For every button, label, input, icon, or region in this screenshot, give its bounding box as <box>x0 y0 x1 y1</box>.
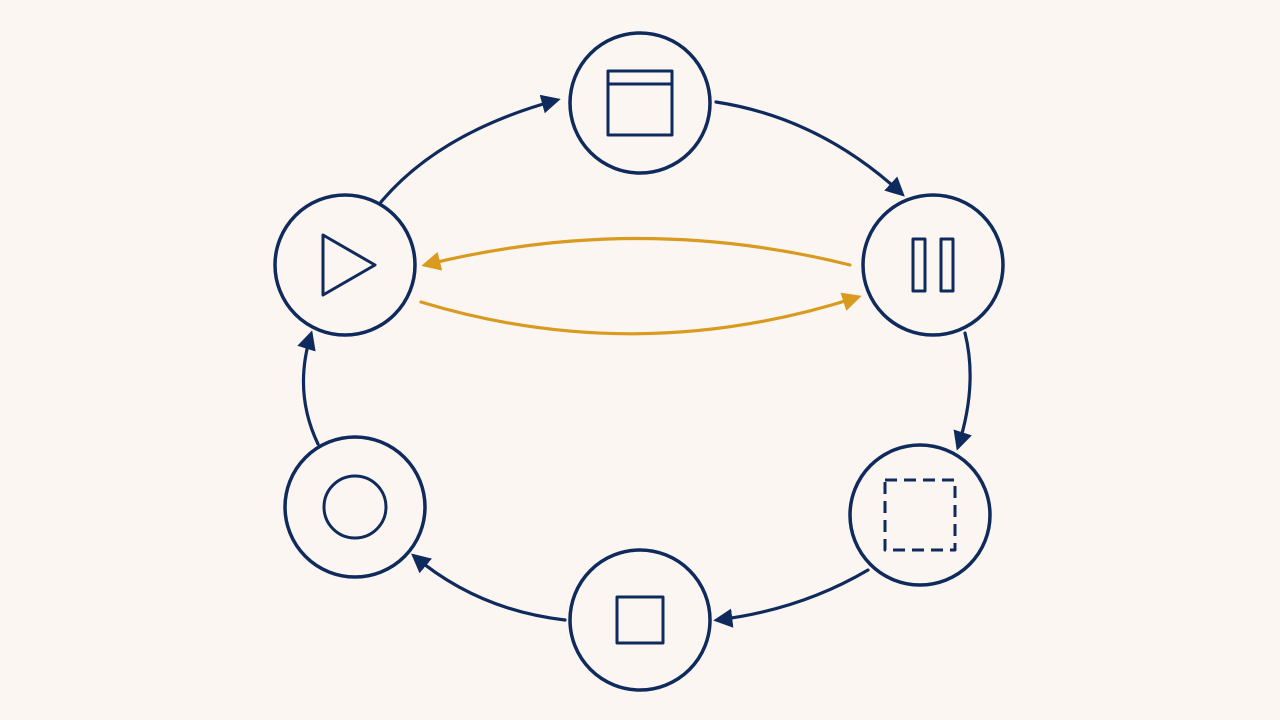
node-pause <box>861 193 1005 337</box>
edge-pause-to-selection <box>953 331 972 451</box>
edge-pause-to-play <box>421 236 852 271</box>
edge-record-to-play <box>297 330 320 446</box>
pause-icon <box>911 237 955 293</box>
edge-window-to-pause <box>714 100 905 197</box>
nodes-layer <box>273 31 1005 692</box>
node-stop <box>568 548 712 692</box>
edge-play-to-window <box>379 94 561 204</box>
node-circle-stop <box>568 548 712 692</box>
stop-square-icon <box>615 595 665 645</box>
edge-play-to-pause <box>419 292 862 336</box>
node-selection <box>848 443 992 587</box>
node-window <box>568 31 712 175</box>
edges-layer <box>297 94 972 628</box>
node-circle-window <box>568 31 712 175</box>
dashed-square-icon <box>883 478 957 552</box>
edge-stop-to-record <box>411 553 567 622</box>
node-circle-pause <box>861 193 1005 337</box>
node-circle-selection <box>848 443 992 587</box>
play-icon <box>321 233 377 297</box>
window-icon <box>606 69 674 137</box>
circle-icon <box>322 474 388 540</box>
node-circle-record <box>283 435 427 579</box>
edge-selection-to-stop <box>713 568 870 628</box>
node-record <box>283 435 427 579</box>
node-circle-play <box>273 193 417 337</box>
node-play <box>273 193 417 337</box>
